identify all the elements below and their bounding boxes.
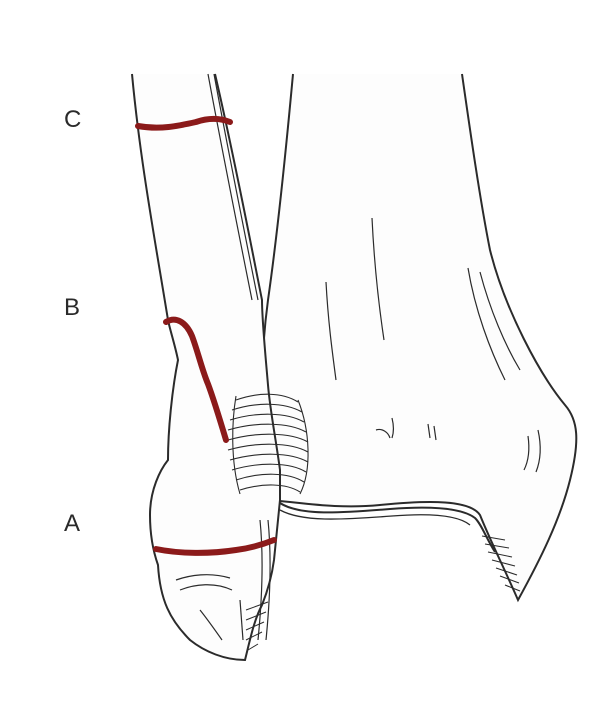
label-a: A: [64, 510, 80, 538]
label-c: C: [64, 106, 81, 134]
label-b: B: [64, 294, 80, 322]
